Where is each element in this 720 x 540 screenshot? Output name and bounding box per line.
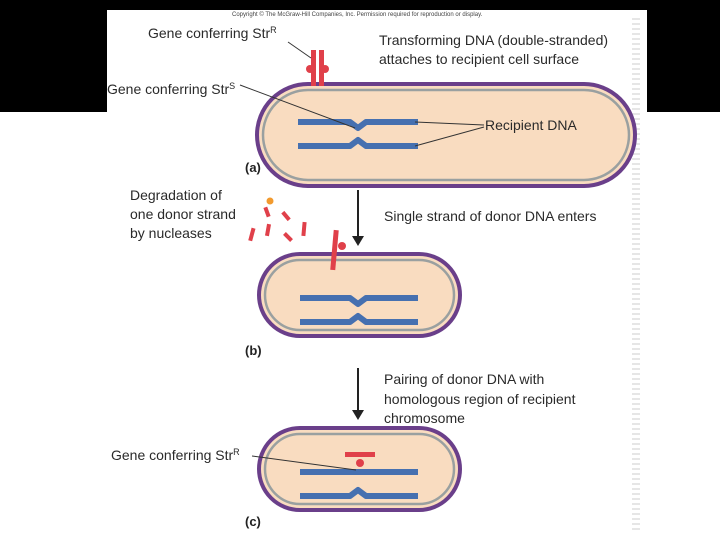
gene-r-label-a: Gene conferring StrR (148, 25, 277, 41)
pairing-line3: chromosome (384, 410, 465, 426)
recipient-dna-label: Recipient DNA (485, 117, 577, 133)
single-strand-enters-label: Single strand of donor DNA enters (384, 208, 597, 224)
panel-b-label: (b) (245, 343, 262, 358)
recipient-dna-a (298, 119, 418, 149)
side-margin-stripe (632, 18, 640, 533)
gene-r-label-c: Gene conferring StrR (111, 447, 240, 463)
arrow-b-to-c (352, 368, 364, 420)
recipient-dna-b (300, 295, 418, 325)
cell-a (255, 82, 637, 188)
panel-a-label: (a) (245, 160, 261, 175)
cell-b (257, 252, 462, 338)
integrated-donor-dna (345, 452, 375, 467)
copyright-notice: Copyright © The McGraw-Hill Companies, I… (232, 12, 483, 18)
leader-gene-r-c (251, 455, 357, 471)
recipient-dna-c (300, 469, 418, 499)
transforming-dna-line2: attaches to recipient cell surface (379, 51, 579, 67)
donor-single-strand-entering (330, 229, 346, 271)
leader-recipient-dna-1 (414, 121, 485, 126)
pairing-line1: Pairing of donor DNA with (384, 371, 545, 387)
degradation-line3: by nucleases (130, 225, 212, 241)
pairing-line2: homologous region of recipient (384, 391, 576, 407)
degradation-line1: Degradation of (130, 187, 222, 203)
panel-c-label: (c) (245, 514, 261, 529)
leader-recipient-dna-2 (414, 126, 485, 147)
donor-dna-double-strand (306, 50, 329, 86)
degradation-line2: one donor strand (130, 206, 236, 222)
arrow-a-to-b (352, 190, 364, 246)
transforming-dna-line1: Transforming DNA (double-stranded) (379, 32, 609, 48)
gene-s-label: Gene conferring StrS (107, 81, 236, 97)
leader-gene-s (239, 84, 356, 129)
leader-gene-r-a (287, 41, 312, 59)
degraded-fragments (248, 197, 307, 242)
